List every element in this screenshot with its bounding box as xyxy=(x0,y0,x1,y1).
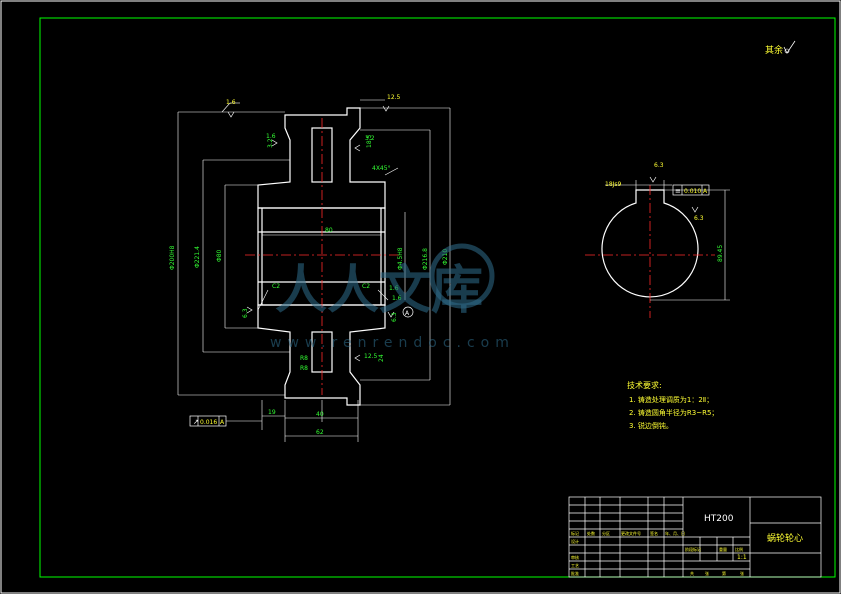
svg-text:C2: C2 xyxy=(272,283,280,290)
svg-text:人人文库: 人人文库 xyxy=(275,261,483,321)
svg-text:C2: C2 xyxy=(362,283,370,290)
rim-lower xyxy=(257,304,386,406)
svg-text:Φ216.8: Φ216.8 xyxy=(422,248,429,270)
svg-text:3.2: 3.2 xyxy=(365,135,375,142)
part-name: 蜗轮轮心 xyxy=(767,532,803,544)
svg-text:处数: 处数 xyxy=(587,530,595,536)
svg-text:24: 24 xyxy=(378,354,385,362)
svg-text:批准: 批准 xyxy=(571,570,579,576)
svg-text:其余: 其余 xyxy=(765,44,783,56)
svg-text:更改文件号: 更改文件号 xyxy=(621,530,641,536)
svg-text:Φ221.4: Φ221.4 xyxy=(194,246,201,268)
svg-text:1.6: 1.6 xyxy=(392,295,402,302)
svg-text:6.3: 6.3 xyxy=(391,312,398,322)
svg-text:80: 80 xyxy=(325,227,333,234)
svg-text:6.3: 6.3 xyxy=(694,215,704,222)
svg-text:比例: 比例 xyxy=(735,546,743,552)
hub-bore xyxy=(257,207,386,306)
svg-text:A: A xyxy=(220,419,225,426)
svg-text:18.5: 18.5 xyxy=(366,134,373,148)
technical-requirements: 技术要求: 1. 铸造处理调质为1：2Ⅱ； 2. 铸造圆角半径为R3~R5； 3… xyxy=(627,380,718,430)
svg-text:0.010: 0.010 xyxy=(684,188,701,195)
svg-text:Φ80: Φ80 xyxy=(216,249,223,262)
svg-text:18Js9: 18Js9 xyxy=(605,181,622,188)
svg-text:分区: 分区 xyxy=(602,530,610,536)
svg-text:40: 40 xyxy=(316,411,324,418)
section-view: ↗ 0.016 A Φ200H8 Φ221.4 Φ80 Φ4.5H8 Φ216.… xyxy=(169,94,451,442)
svg-text:Φ200H8: Φ200H8 xyxy=(169,245,176,270)
svg-text:≡: ≡ xyxy=(675,187,681,195)
drawing-border xyxy=(39,17,836,578)
svg-text:重量: 重量 xyxy=(719,546,727,552)
svg-text:0.016: 0.016 xyxy=(200,419,217,426)
watermark: 人人文库 www.renrendoc.com xyxy=(270,243,515,351)
svg-text:6.3: 6.3 xyxy=(242,308,249,318)
svg-text:审核: 审核 xyxy=(571,554,579,560)
hub-end-circle xyxy=(601,189,699,298)
svg-text:12.5: 12.5 xyxy=(387,94,401,101)
svg-text:签名: 签名 xyxy=(650,530,658,536)
svg-text:第: 第 xyxy=(722,570,726,576)
tech-item-2: 2. 铸造圆角半径为R3~R5； xyxy=(629,408,718,417)
surface-roughness-note: 其余 xyxy=(765,40,796,56)
svg-text:阶段标记: 阶段标记 xyxy=(685,546,701,552)
svg-text:A: A xyxy=(703,188,708,195)
svg-text:3.2: 3.2 xyxy=(267,138,274,148)
symmetry-tolerance-frame: ≡ 0.010 A xyxy=(672,184,710,196)
svg-text:12.5: 12.5 xyxy=(364,353,378,360)
svg-text:R8: R8 xyxy=(300,365,308,372)
svg-text:1.6: 1.6 xyxy=(389,285,399,292)
svg-text:4X45°: 4X45° xyxy=(372,165,391,172)
svg-text:↗: ↗ xyxy=(193,418,199,426)
end-view: 18Js9 6.3 ≡ 0.010 A 6.3 89.45 xyxy=(585,162,730,318)
svg-text:A: A xyxy=(405,310,410,317)
tech-item-3: 3. 锐边倒钝。 xyxy=(629,421,673,430)
svg-text:R8: R8 xyxy=(300,355,308,362)
svg-text:工艺: 工艺 xyxy=(571,563,579,568)
svg-text:张: 张 xyxy=(705,570,709,576)
svg-text:Φ210: Φ210 xyxy=(442,249,449,265)
svg-text:张: 张 xyxy=(740,570,744,576)
svg-text:共: 共 xyxy=(690,570,694,576)
tech-heading: 技术要求: xyxy=(627,380,662,390)
svg-text:设计: 设计 xyxy=(571,538,579,544)
title-block: HT200 蜗轮轮心 1:1 标记 处数 分区 更改文件号 签名 年、月、日 设… xyxy=(568,496,822,578)
rim-upper xyxy=(257,107,386,209)
scale-cell: 1:1 xyxy=(737,554,747,561)
svg-text:6.3: 6.3 xyxy=(654,162,664,169)
svg-text:89.45: 89.45 xyxy=(717,245,724,262)
svg-text:1.6: 1.6 xyxy=(266,133,276,140)
svg-text:19: 19 xyxy=(268,409,276,416)
svg-text:Φ4.5H8: Φ4.5H8 xyxy=(397,247,404,270)
svg-text:www.renrendoc.com: www.renrendoc.com xyxy=(270,335,515,351)
svg-text:62: 62 xyxy=(316,429,324,436)
svg-text:1.6: 1.6 xyxy=(226,99,236,106)
svg-text:标记: 标记 xyxy=(571,530,579,536)
tech-item-1: 1. 铸造处理调质为1：2Ⅱ； xyxy=(629,395,713,404)
material-cell: HT200 xyxy=(704,514,734,524)
svg-text:年、月、日: 年、月、日 xyxy=(665,530,685,536)
runout-tolerance-frame: ↗ 0.016 A xyxy=(189,415,262,427)
